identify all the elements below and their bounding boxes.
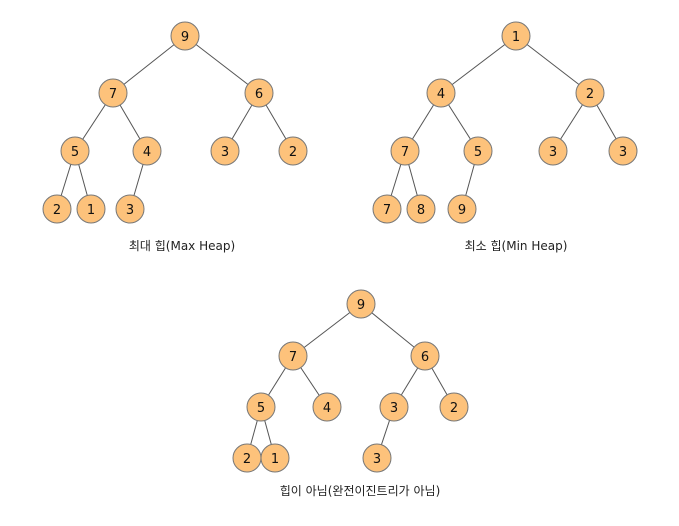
not-heap-node-circle-1 [278,341,308,371]
min-heap-node-1: 4 [426,78,456,108]
not-heap-node-label-0: 9 [357,298,365,313]
not-heap-node-4: 4 [312,392,342,422]
not-heap-node-6: 2 [439,392,469,422]
not-heap-node-label-5: 3 [390,401,398,416]
not-heap-node-circle-2 [410,341,440,371]
not-heap-node-circle-0 [346,289,376,319]
nodes-layer: 9 7 6 5 4 3 2 2 1 3 1 4 2 7 5 3 3 7 8 9 9 7 6 5 4 3 2 2 1 3 [42,21,638,473]
not-heap-node-2: 6 [410,341,440,371]
not-heap-node-label-2: 6 [421,350,429,365]
min-heap-node-label-4: 5 [474,145,482,160]
min-heap-node-circle-4 [463,136,493,166]
not-heap-node-3: 5 [246,392,276,422]
not-heap-node-circle-3 [246,392,276,422]
min-heap-node-circle-8 [406,194,436,224]
min-heap-node-circle-5 [538,136,568,166]
not-heap-node-7: 2 [232,443,262,473]
max-heap-node-9: 3 [115,194,145,224]
min-heap-node-label-5: 3 [549,145,557,160]
max-heap-node-label-1: 7 [109,87,117,102]
caption-max-heap: 최대 힙(Max Heap) [128,239,236,253]
max-heap-node-label-9: 3 [126,203,134,218]
max-heap-node-5: 3 [210,136,240,166]
max-heap-node-circle-9 [115,194,145,224]
not-heap-node-label-9: 3 [373,452,381,467]
min-heap-node-label-0: 1 [512,30,520,45]
max-heap-node-6: 2 [278,136,308,166]
max-heap-node-circle-3 [60,136,90,166]
min-heap-node-2: 2 [575,78,605,108]
min-heap-node-circle-0 [501,21,531,51]
max-heap-node-8: 1 [76,194,106,224]
max-heap-edge-0-2 [184,35,260,94]
not-heap-node-label-8: 1 [271,452,279,467]
not-heap-node-label-4: 4 [323,401,331,416]
max-heap-node-label-0: 9 [181,30,189,45]
max-heap-node-label-2: 6 [255,87,263,102]
min-heap-node-circle-9 [447,194,477,224]
not-heap-node-circle-5 [379,392,409,422]
caption-not-heap: 힙이 아님(완전이진트리가 아님) [279,484,441,498]
max-heap-node-label-3: 5 [71,145,79,160]
not-heap-node-circle-6 [439,392,469,422]
max-heap-node-label-5: 3 [221,145,229,160]
not-heap-node-label-6: 2 [450,401,458,416]
not-heap-node-label-7: 2 [243,452,251,467]
min-heap-node-6: 3 [608,136,638,166]
min-heap-node-circle-2 [575,78,605,108]
max-heap-node-1: 7 [98,78,128,108]
max-heap-node-7: 2 [42,194,72,224]
min-heap-node-circle-7 [372,194,402,224]
min-heap-node-3: 7 [390,136,420,166]
min-heap-node-4: 5 [463,136,493,166]
not-heap-node-9: 3 [362,443,392,473]
not-heap-node-1: 7 [278,341,308,371]
min-heap-node-label-8: 8 [417,203,425,218]
not-heap-node-label-3: 5 [257,401,265,416]
min-heap-node-label-1: 4 [437,87,445,102]
min-heap-node-label-6: 3 [619,145,627,160]
not-heap-node-circle-9 [362,443,392,473]
not-heap-node-label-1: 7 [289,350,297,365]
min-heap-node-8: 8 [406,194,436,224]
max-heap-node-4: 4 [132,136,162,166]
min-heap-node-label-2: 2 [586,87,594,102]
max-heap-node-circle-2 [244,78,274,108]
min-heap-node-5: 3 [538,136,568,166]
max-heap-node-2: 6 [244,78,274,108]
max-heap-node-circle-1 [98,78,128,108]
min-heap-node-circle-6 [608,136,638,166]
not-heap-node-5: 3 [379,392,409,422]
not-heap-node-circle-8 [260,443,290,473]
min-heap-node-circle-3 [390,136,420,166]
max-heap-node-circle-8 [76,194,106,224]
min-heap-edge-0-1 [440,35,517,94]
max-heap-node-circle-0 [170,21,200,51]
max-heap-node-circle-7 [42,194,72,224]
min-heap-node-circle-1 [426,78,456,108]
not-heap-node-circle-4 [312,392,342,422]
not-heap-node-0: 9 [346,289,376,319]
max-heap-node-circle-6 [278,136,308,166]
max-heap-node-label-4: 4 [143,145,151,160]
max-heap-node-circle-5 [210,136,240,166]
max-heap-node-label-7: 2 [53,203,61,218]
max-heap-node-label-8: 1 [87,203,95,218]
min-heap-node-0: 1 [501,21,531,51]
caption-min-heap: 최소 힙(Min Heap) [464,239,568,253]
min-heap-node-label-3: 7 [401,145,409,160]
not-heap-node-8: 1 [260,443,290,473]
max-heap-node-label-6: 2 [289,145,297,160]
max-heap-node-circle-4 [132,136,162,166]
max-heap-node-3: 5 [60,136,90,166]
min-heap-node-label-9: 9 [458,203,466,218]
min-heap-node-7: 7 [372,194,402,224]
max-heap-node-0: 9 [170,21,200,51]
max-heap-edge-0-1 [112,35,186,94]
min-heap-node-label-7: 7 [383,203,391,218]
min-heap-node-9: 9 [447,194,477,224]
min-heap-edge-0-2 [515,35,591,94]
